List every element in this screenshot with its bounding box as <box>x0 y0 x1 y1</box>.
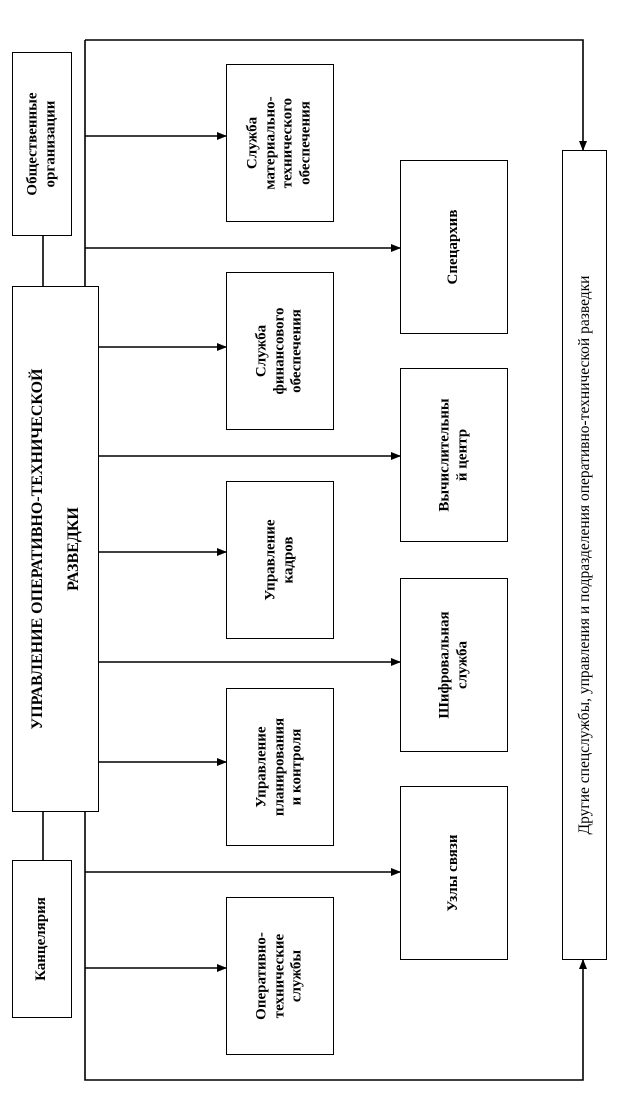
cipher-service-box: Шифровальная служба <box>400 578 508 752</box>
frame-bottom-line <box>84 40 587 1081</box>
archive-box: Спецархив <box>400 160 508 334</box>
chancellery-box: Канцелярия <box>12 860 72 1018</box>
archive-label: Спецархив <box>445 209 462 285</box>
personnel-label: Управление кадров <box>262 519 296 601</box>
finance-service-box: Служба финансового обеспечения <box>226 272 334 430</box>
frame-top-line <box>85 39 587 151</box>
public-orgs-label: Общественные организации <box>24 92 58 196</box>
operational-services-box: Оперативно- технические службы <box>226 897 334 1055</box>
cipher-service-label: Шифровальная служба <box>436 611 470 719</box>
main-unit-label: УПРАВЛЕНИЕ ОПЕРАТИВНО-ТЕХНИЧЕСКОЙ РАЗВЕД… <box>28 368 82 730</box>
chancellery-label: Канцелярия <box>33 897 50 981</box>
material-service-label: Служба материально- технического обеспеч… <box>244 96 314 190</box>
main-unit-box: УПРАВЛЕНИЕ ОПЕРАТИВНО-ТЕХНИЧЕСКОЙ РАЗВЕД… <box>12 286 99 812</box>
other-units-box: Другие спецслужбы, управления и подразде… <box>562 150 607 960</box>
material-service-box: Служба материально- технического обеспеч… <box>226 64 334 222</box>
comm-nodes-box: Узлы связи <box>400 786 508 960</box>
public-orgs-box: Общественные организации <box>12 52 72 236</box>
other-units-label: Другие спецслужбы, управления и подразде… <box>575 275 593 835</box>
computing-center-box: Вычислительны й центр <box>400 368 508 542</box>
planning-box: Управление планирования и контроля <box>226 688 334 846</box>
comm-nodes-label: Узлы связи <box>445 834 462 912</box>
computing-center-label: Вычислительны й центр <box>436 398 470 512</box>
operational-services-label: Оперативно- технические службы <box>253 932 305 1020</box>
personnel-box: Управление кадров <box>226 481 334 639</box>
planning-label: Управление планирования и контроля <box>253 717 305 817</box>
finance-service-label: Служба финансового обеспечения <box>253 307 305 395</box>
